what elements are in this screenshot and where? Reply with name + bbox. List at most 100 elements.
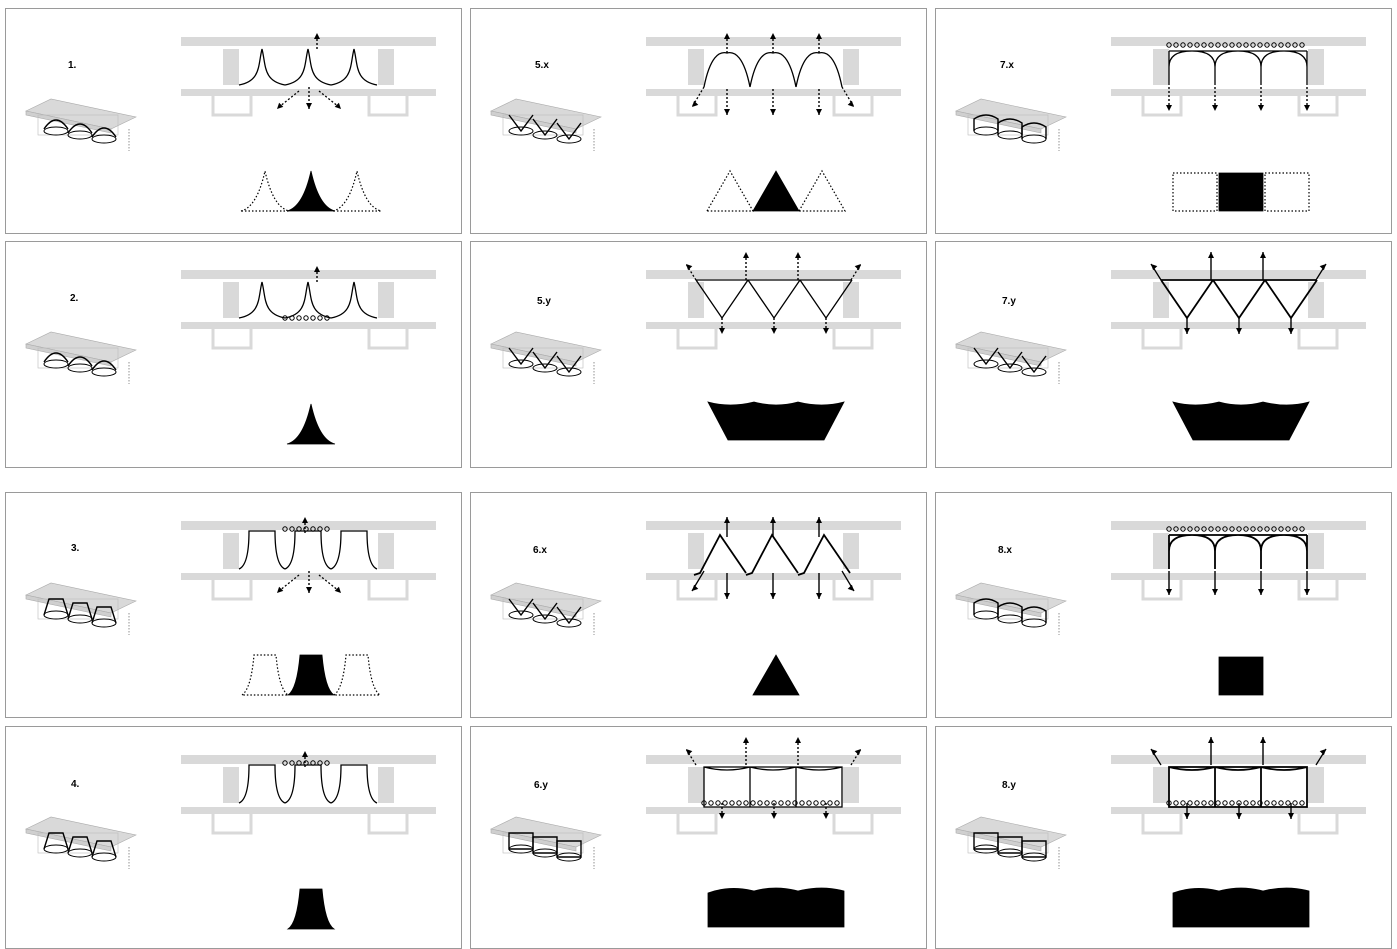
structure-profile [696, 280, 852, 318]
footprint-outline [1173, 173, 1217, 211]
structure-diagram [936, 493, 1391, 717]
right-column [843, 282, 859, 318]
section-view [1111, 37, 1366, 115]
load-mark [1272, 801, 1276, 805]
left-footing [1143, 580, 1181, 599]
iso-module-base [92, 135, 116, 143]
load-mark [297, 316, 301, 320]
arrow-head [770, 33, 776, 39]
isometric-view [956, 99, 1066, 151]
structure-profile [1161, 280, 1317, 318]
arrow-head [1288, 813, 1294, 819]
panel-7x: 7.x [935, 8, 1392, 234]
arrow-head [1212, 589, 1218, 595]
structure-diagram [936, 727, 1391, 948]
left-footing [213, 96, 251, 115]
upper-slab [1111, 521, 1366, 530]
structure-profile [239, 531, 377, 569]
panel-2: 2. [5, 241, 462, 468]
arrow-head [1212, 105, 1218, 111]
arrow-head [719, 328, 725, 334]
load-mark [821, 801, 825, 805]
right-column [378, 49, 394, 85]
right-footing [834, 814, 872, 833]
load-mark [1223, 801, 1227, 805]
load-mark [814, 801, 818, 805]
load-mark [304, 316, 308, 320]
load-mark [1209, 801, 1213, 805]
arrow-head [302, 751, 308, 757]
left-column [688, 49, 704, 85]
load-mark [828, 801, 832, 805]
footprint-outline [241, 171, 289, 211]
left-column [223, 533, 239, 569]
section-view [646, 252, 901, 348]
structure-diagram [6, 493, 461, 717]
arrow-head [1304, 105, 1310, 111]
upper-slab [1111, 37, 1366, 46]
arrow-head [724, 593, 730, 599]
arrow-head [314, 266, 320, 272]
structure-diagram [471, 242, 926, 467]
load-mark [1181, 801, 1185, 805]
load-mark [765, 801, 769, 805]
footprint-view [708, 402, 844, 440]
footprint-outline [799, 171, 845, 211]
load-mark [1286, 801, 1290, 805]
load-mark [1293, 801, 1297, 805]
footprint-shape [753, 655, 799, 695]
arrow-head [823, 813, 829, 819]
load-mark [758, 801, 762, 805]
load-mark [744, 801, 748, 805]
panel-6x: 6.x [470, 492, 927, 718]
footprint-view [753, 655, 799, 695]
lower-slab [1111, 573, 1366, 580]
footprint-shape [1219, 173, 1263, 211]
arrow-head [816, 33, 822, 39]
arrow-head [770, 593, 776, 599]
iso-module-base [44, 127, 68, 135]
isometric-view [26, 332, 136, 384]
arrow-head [816, 517, 822, 523]
footprint-outline [334, 655, 380, 695]
left-footing [678, 814, 716, 833]
arrow-head [302, 517, 308, 523]
arrow-head [719, 813, 725, 819]
right-footing [369, 580, 407, 599]
structure-diagram [471, 9, 926, 233]
arrow-head [816, 109, 822, 115]
arrow-head [1208, 737, 1214, 743]
footprint-shape [288, 655, 334, 695]
right-footing [369, 96, 407, 115]
isometric-view [491, 99, 601, 151]
arrow-head [1166, 105, 1172, 111]
iso-module-base [44, 611, 68, 619]
load-mark [1265, 801, 1269, 805]
arrow-head [1184, 813, 1190, 819]
section-view [181, 751, 436, 833]
right-column [1308, 533, 1324, 569]
structure-diagram [6, 727, 461, 948]
footprint-view [707, 171, 845, 211]
structure-profile [239, 282, 377, 318]
footprint-outline [707, 171, 753, 211]
arrow-head [1258, 589, 1264, 595]
load-mark [751, 801, 755, 805]
section-view [1111, 521, 1366, 599]
load-mark [709, 801, 713, 805]
load-mark [1230, 801, 1234, 805]
isometric-view [491, 332, 601, 384]
footprint-shape [708, 402, 844, 440]
isometric-view [956, 817, 1066, 869]
structure-diagram [6, 242, 461, 467]
arrow-head [724, 33, 730, 39]
section-view [646, 33, 901, 115]
right-column [378, 533, 394, 569]
structure-diagram [936, 242, 1391, 467]
upper-slab [646, 755, 901, 764]
structure-profile [704, 53, 842, 87]
arrow-head [1260, 737, 1266, 743]
arrow-head [1236, 328, 1242, 334]
iso-module-base [44, 845, 68, 853]
structure-diagram [471, 493, 926, 717]
